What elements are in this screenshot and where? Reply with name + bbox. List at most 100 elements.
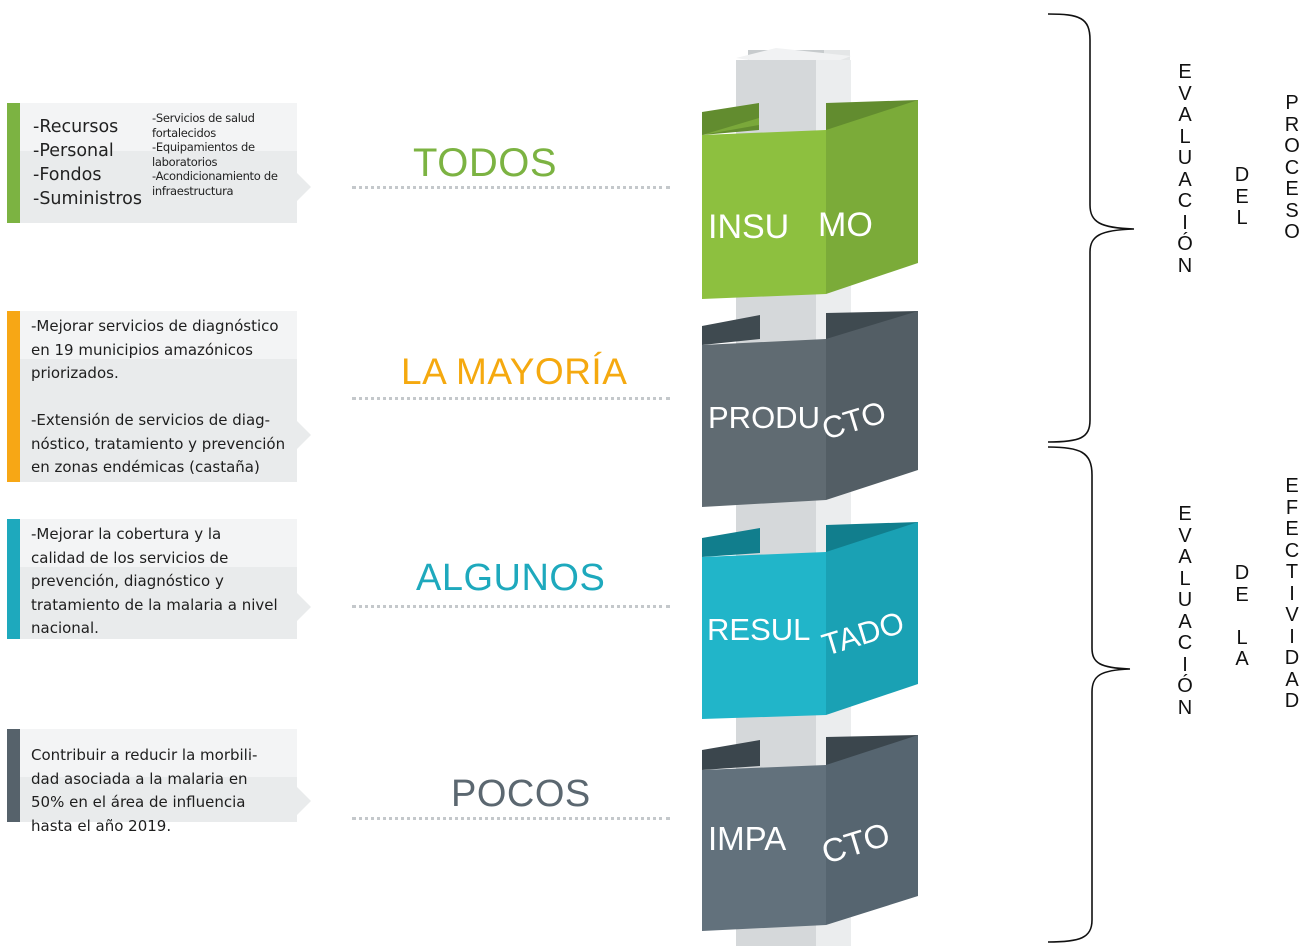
letter: V (1178, 82, 1192, 105)
producto-line: en zonas endémicas (castaña) (31, 458, 260, 476)
impacto-text: Contribuir a reducir la morbili- dad aso… (31, 744, 257, 838)
resultado-text: -Mejorar la cobertura y la calidad de lo… (31, 523, 278, 641)
insumo-outputs-list: -Servicios de salud fortalecidos -Equipa… (152, 111, 278, 198)
impacto-line: dad asociada a la malaria en (31, 769, 248, 788)
insumo-color-stripe (7, 103, 20, 223)
letter: E (1235, 583, 1249, 606)
letter: P (1285, 92, 1299, 114)
level-label-algunos: ALGUNOS (416, 557, 606, 599)
resultado-color-stripe (7, 519, 20, 639)
letter: L (1236, 207, 1248, 229)
cube-label-producto-part1: PRODU (708, 400, 820, 435)
letter: A (1235, 648, 1249, 670)
letter: V (1285, 604, 1299, 626)
letter: L (1179, 125, 1191, 148)
insumo-output-line: -Acondicionamiento de (152, 169, 278, 183)
resultado-cube: RESUL TADO (702, 522, 918, 719)
letter: O (1284, 135, 1300, 157)
efectividad-word-efectividad: E F E C T I V I D A D (1280, 475, 1304, 713)
letter: A (1285, 668, 1299, 691)
impacto-line: Contribuir a reducir la morbili- (31, 746, 258, 764)
producto-line: en 19 municipios amazónicos (31, 340, 253, 359)
letter: U (1177, 147, 1193, 169)
letter: E (1285, 518, 1299, 540)
producto-description-panel: -Mejorar servicios de diagnóstico en 19 … (7, 311, 311, 482)
bracket-efectividad (1047, 446, 1131, 943)
letter: L (1236, 626, 1248, 649)
producto-line: priorizados. (31, 364, 119, 382)
letter: E (1178, 503, 1192, 525)
letter: O (1284, 221, 1300, 243)
resultado-description-panel: -Mejorar la cobertura y la calidad de lo… (7, 519, 311, 641)
impacto-cube: IMPA CTO (702, 735, 918, 931)
resultado-cube-label: RESUL (707, 612, 810, 647)
letter: D (1234, 562, 1250, 584)
proceso-word-evaluacion: E V A L U A C I Ó N (1173, 61, 1197, 277)
proceso-word-proceso: P R O C E S O (1280, 92, 1304, 244)
letter: V (1178, 524, 1192, 547)
level-label-la-mayoria: LA MAYORÍA (401, 351, 628, 392)
letter: A (1178, 168, 1192, 191)
letter: A (1178, 610, 1192, 633)
resultado-line: -Mejorar la cobertura y la (31, 525, 222, 543)
letter: I (1289, 625, 1295, 648)
impacto-line: hasta el año 2019. (31, 816, 172, 835)
letter: C (1284, 156, 1300, 179)
letter: E (1178, 61, 1192, 83)
producto-line: -Extensión de servicios de diag- (31, 411, 271, 429)
resultado-line: tratamiento de la malaria a nivel (31, 595, 278, 614)
insumo-output-line: -Servicios de salud (152, 111, 255, 125)
level-label-todos: TODOS (413, 141, 558, 185)
letter: I (1289, 582, 1295, 605)
letter: S (1285, 199, 1299, 222)
resultado-line: calidad de los servicios de (31, 548, 229, 567)
insumo-input-item: -Personal (33, 141, 114, 161)
proceso-word-del: D E L (1230, 164, 1254, 230)
letter: T (1285, 561, 1299, 583)
letter: L (1179, 567, 1191, 590)
impacto-cube-label: IMPA (708, 820, 786, 857)
insumo-output-line: infraestructura (152, 183, 234, 198)
impacto-line: 50% en el área de influencia (31, 793, 246, 811)
resultado-line: prevención, diagnóstico y (31, 572, 224, 590)
letter: C (1284, 539, 1300, 562)
letter: D (1234, 164, 1250, 186)
letter: C (1177, 632, 1193, 654)
insumo-description-panel: -Recursos -Personal -Fondos -Suministros… (7, 103, 311, 223)
letter: E (1285, 475, 1299, 497)
letter: A (1178, 104, 1192, 126)
producto-connector (352, 397, 670, 400)
insumo-input-item: -Suministros (33, 189, 142, 209)
letter: D (1284, 690, 1300, 712)
letter: A (1178, 546, 1192, 568)
letter: E (1235, 185, 1249, 208)
bracket-proceso (1047, 13, 1135, 443)
letter: R (1284, 113, 1300, 136)
producto-line: -Mejorar servicios de diagnóstico (31, 317, 279, 335)
cube-label-insumo-part1: INSU (708, 208, 789, 246)
producto-text: -Mejorar servicios de diagnóstico en 19 … (31, 315, 285, 480)
letter: C (1177, 190, 1193, 212)
letter: Ó (1177, 675, 1193, 697)
efectividad-word-evaluacion: E V A L U A C I Ó N (1173, 503, 1197, 719)
resultado-connector (352, 605, 670, 608)
letter-spacer (1230, 606, 1254, 628)
insumo-output-line: laboratorios (152, 154, 218, 169)
insumo-cube: INSU MO (702, 100, 918, 299)
letter: I (1182, 653, 1188, 676)
letter: F (1285, 496, 1299, 519)
cube-label-insumo-part2: MO (818, 206, 873, 244)
insumo-input-item: -Fondos (33, 165, 102, 185)
letter: U (1177, 589, 1193, 611)
letter: N (1177, 254, 1193, 277)
insumo-inputs-list: -Recursos -Personal -Fondos -Suministros (33, 115, 142, 211)
producto-cube-label: PRODU (708, 400, 820, 435)
letter: D (1284, 647, 1300, 669)
efectividad-word-de-la: D E L A (1230, 562, 1254, 671)
letter: I (1182, 211, 1188, 234)
insumo-connector (352, 186, 670, 189)
producto-cube: PRODU CTO (702, 311, 918, 507)
insumo-output-line: -Equipamientos de (152, 140, 255, 154)
letter: Ó (1177, 233, 1193, 255)
